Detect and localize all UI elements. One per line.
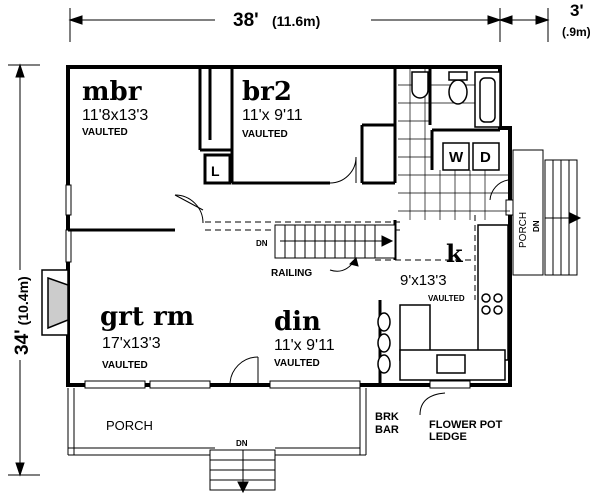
height-dimension-label: 34'(10.4m) [12,276,33,355]
side-porch-down-label: DN [532,220,541,232]
railing-label: RAILING [271,268,312,279]
room-kitchen-name: k [446,239,464,268]
porch-width-metric: (.9m) [562,25,591,39]
flower-pot-pointer [419,392,446,416]
bath-fixtures [411,71,501,128]
room-kitchen-note: VAULTED [428,294,465,303]
width-dimension-metric: (11.6m) [272,13,320,29]
washer-label: W [449,149,464,166]
brk-bar-label-line1: BRK [375,411,399,423]
room-br2-note: VAULTED [242,129,288,140]
front-porch-down-label: DN [236,439,248,448]
room-br2-size: 11'x 9'11 [242,107,303,124]
porch-width-label: 3' [570,1,584,20]
railing-pointer [329,257,359,272]
laundry [442,142,500,171]
room-dining-note: VAULTED [274,358,320,369]
room-great-room-size: 17'x13'3 [102,335,161,352]
bar-stools [377,312,391,374]
flower-pot-label-line2: LEDGE [429,431,467,443]
linen-closet-label: L [211,163,220,179]
side-porch [512,149,582,276]
room-dining-size: 11'x 9'11 [274,337,335,354]
kitchen-counters [399,224,509,381]
dryer-label: D [480,149,491,166]
room-kitchen-size: 9'x13'3 [400,272,447,289]
fireplace [41,269,69,336]
room-great-room-note: VAULTED [102,360,148,371]
room-dining-name: din [274,307,321,337]
room-great-room-name: grt rm [100,302,194,332]
room-mbr-size: 11'8x13'3 [82,107,148,124]
room-mbr-name: mbr [82,77,142,107]
front-porch-label: PORCH [106,418,153,433]
room-br2-name: br2 [242,77,292,107]
front-porch [67,388,367,494]
brk-bar-label-line2: BAR [375,424,399,436]
width-dimension-label: 38' [233,10,259,31]
flower-pot-label-line1: FLOWER POT [429,419,503,431]
stair-down-label: DN [256,239,268,248]
windows [65,184,514,389]
doors [174,156,509,386]
side-porch-label: PORCH [518,212,529,248]
stairs [274,224,396,259]
room-mbr-note: VAULTED [82,127,128,138]
